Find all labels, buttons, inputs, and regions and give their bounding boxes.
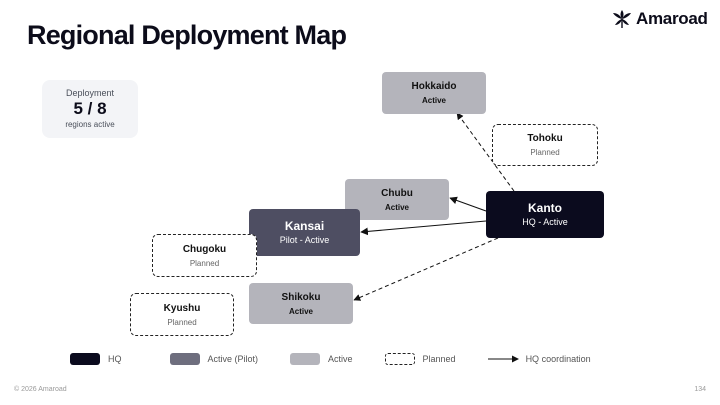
region-node-chugoku[interactable]: Chugoku Planned [152, 234, 257, 277]
region-name: Kanto [528, 200, 562, 215]
legend-item-hq: HQ [70, 353, 122, 365]
page-number: 134 [694, 386, 706, 393]
legend-label: Active (Pilot) [207, 354, 259, 364]
copyright-text: © 2026 Amaroad [14, 386, 67, 393]
stat-sublabel: regions active [65, 120, 115, 129]
region-name: Kyushu [163, 302, 201, 314]
region-name: Kansai [284, 218, 325, 233]
region-name: Hokkaido [411, 81, 457, 92]
leaf-logo-icon [613, 10, 631, 28]
slide-title: Regional Deployment Map [27, 20, 347, 50]
brand-name: Amaroad [636, 9, 708, 28]
region-node-hokkaido[interactable]: Hokkaido Active [382, 72, 486, 114]
region-status: Planned [530, 148, 560, 157]
legend: HQ Active (Pilot) Active Planned HQ coor… [70, 351, 623, 367]
region-status: Active [384, 202, 409, 212]
arrow-right-icon [487, 355, 519, 363]
legend-swatch-planned [384, 353, 415, 365]
region-status: Planned [167, 317, 197, 327]
legend-item-planned: Planned [384, 353, 456, 365]
legend-label: HQ coordination [525, 354, 591, 364]
arrow-kanto-to-shikoku [353, 237, 499, 301]
region-node-kanto[interactable]: Kanto HQ - Active [486, 191, 604, 238]
stat-label: Deployment [65, 88, 115, 98]
region-status: Active [421, 96, 446, 105]
region-node-shikoku[interactable]: Shikoku Active [249, 283, 353, 324]
region-node-chubu[interactable]: Chubu Active [345, 179, 449, 220]
legend-swatch-pilot [169, 353, 200, 365]
legend-item-pilot: Active (Pilot) [169, 353, 259, 365]
arrow-kanto-to-kansai [360, 220, 487, 236]
legend-label: HQ [108, 354, 122, 364]
region-status: HQ - Active [522, 216, 568, 227]
legend-item-coordination: HQ coordination [487, 354, 591, 364]
region-node-kyushu[interactable]: Kyushu Planned [130, 293, 234, 336]
region-status: Pilot - Active [279, 234, 330, 245]
region-name: Tohoku [527, 133, 563, 144]
region-node-kansai[interactable]: Kansai Pilot - Active [249, 209, 360, 256]
arrow-kanto-to-chubu [449, 196, 487, 212]
legend-swatch-hq [70, 353, 100, 365]
region-status: Active [288, 306, 313, 316]
region-name: Chubu [381, 187, 413, 199]
legend-item-active: Active [290, 353, 353, 365]
region-node-tohoku[interactable]: Tohoku Planned [492, 124, 598, 166]
region-status: Planned [189, 258, 220, 268]
legend-label: Planned [422, 354, 456, 364]
legend-swatch-active [290, 353, 321, 365]
region-name: Chugoku [182, 243, 227, 255]
legend-label: Active [328, 354, 353, 364]
arrow-kanto-to-hokkaido [456, 112, 515, 192]
deployment-stat-card: Deployment 5 / 8 regions active [42, 80, 138, 138]
region-name: Shikoku [281, 291, 321, 303]
stat-value: 5 / 8 [73, 99, 107, 118]
brand-logo: Amaroad [612, 8, 708, 30]
